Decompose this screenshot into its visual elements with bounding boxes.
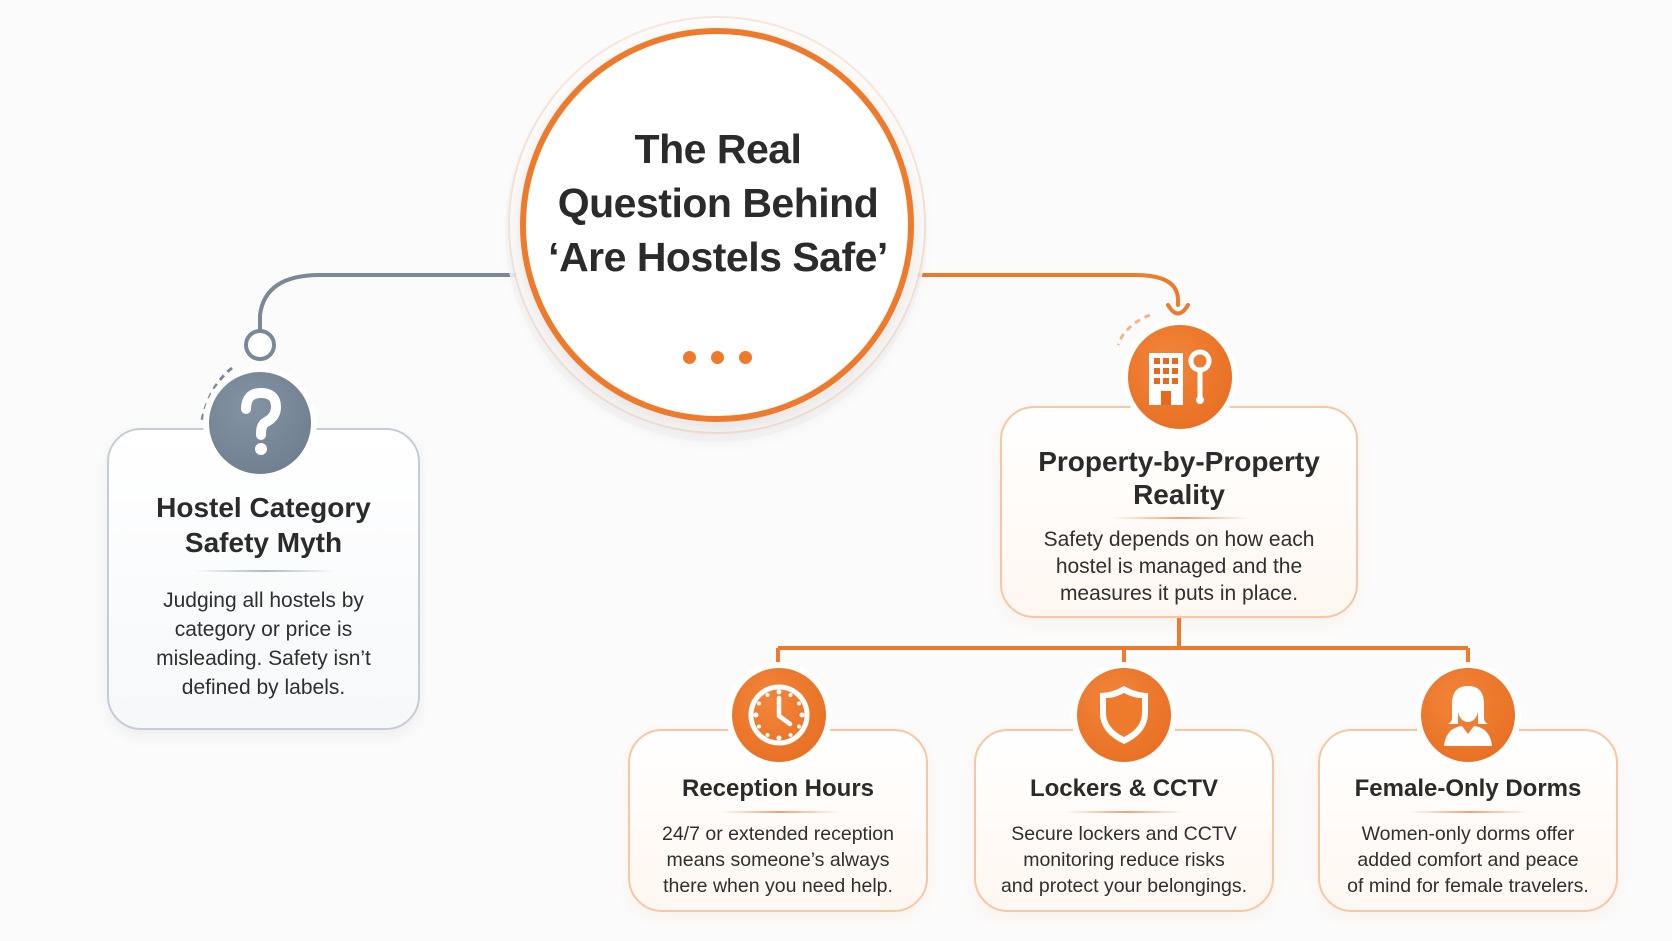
question-mark-icon xyxy=(241,387,282,455)
center-title: The Real Question Behind ‘Are Hostels Sa… xyxy=(540,122,896,284)
myth-description: Judging all hostels by category or price… xyxy=(109,586,418,702)
factor-divider xyxy=(1066,811,1186,813)
myth-desc-line: misleading. Safety isn’t xyxy=(156,647,371,670)
factor-desc-line: Women-only dorms offer xyxy=(1361,823,1575,845)
myth-title-line: Safety Myth xyxy=(184,527,343,558)
reality-title-line: Reality xyxy=(1133,479,1225,510)
factor-badge-lockers xyxy=(1077,668,1171,762)
reality-desc-line: Safety depends on how each xyxy=(1043,528,1315,551)
connector-arc-reality xyxy=(1116,313,1151,346)
factor-title: Reception Hours xyxy=(681,775,875,802)
ellipsis-dots xyxy=(679,351,759,367)
factor-description: 24/7 or extended reception means someone… xyxy=(630,821,926,899)
myth-title-line: Hostel Category xyxy=(156,492,371,523)
factor-desc-line: Secure lockers and CCTV xyxy=(1011,823,1237,845)
myth-title: Hostel Category Safety Myth xyxy=(109,490,418,560)
factor-desc-line: there when you need help. xyxy=(663,875,893,897)
factor-title: Lockers & CCTV xyxy=(1029,775,1219,802)
reality-divider xyxy=(1111,517,1251,519)
reality-card: Property-by-Property Reality Safety depe… xyxy=(1000,406,1358,618)
factor-description: Secure lockers and CCTV monitoring reduc… xyxy=(976,821,1272,899)
reality-desc-line: hostel is managed and the xyxy=(1055,555,1303,578)
connector-node-myth xyxy=(244,329,276,361)
factor-desc-line: 24/7 or extended reception xyxy=(661,823,894,845)
factor-badge-reception xyxy=(732,668,826,762)
factor-divider xyxy=(1410,811,1530,813)
connector-hook-reality xyxy=(1166,303,1190,316)
center-title-line: Question Behind xyxy=(557,180,879,226)
reality-description: Safety depends on how each hostel is man… xyxy=(1002,526,1356,607)
factor-divider xyxy=(720,811,840,813)
building-location-icon xyxy=(1149,349,1212,405)
reality-desc-line: measures it puts in place. xyxy=(1059,582,1299,605)
factor-title: Female-Only Dorms xyxy=(1354,775,1582,802)
reality-title-line: Property-by-Property xyxy=(1038,446,1320,477)
factor-description: Women-only dorms offer added comfort and… xyxy=(1320,821,1616,899)
connector-arc-myth xyxy=(200,366,233,421)
myth-desc-line: category or price is xyxy=(174,618,353,641)
myth-divider xyxy=(195,570,335,572)
factor-desc-line: monitoring reduce risks xyxy=(1023,849,1225,871)
center-title-line: The Real xyxy=(634,126,802,172)
connector-center-to-myth xyxy=(258,273,524,332)
factor-desc-line: means someone’s always xyxy=(666,849,890,871)
myth-desc-line: defined by labels. xyxy=(181,676,346,699)
reality-badge xyxy=(1128,325,1232,429)
woman-icon xyxy=(1444,686,1492,746)
reality-title: Property-by-Property Reality xyxy=(1002,445,1356,511)
factor-badge-female-dorms xyxy=(1421,668,1515,762)
center-title-line: ‘Are Hostels Safe’ xyxy=(548,234,888,280)
factor-desc-line: of mind for female travelers. xyxy=(1347,875,1589,897)
factor-desc-line: and protect your belongings. xyxy=(1000,875,1248,897)
connector-center-to-reality xyxy=(908,273,1180,307)
clock-icon xyxy=(748,684,810,746)
shield-icon xyxy=(1100,686,1148,744)
myth-desc-line: Judging all hostels by xyxy=(163,589,364,612)
factor-desc-line: added comfort and peace xyxy=(1357,849,1579,871)
myth-badge xyxy=(209,372,311,474)
